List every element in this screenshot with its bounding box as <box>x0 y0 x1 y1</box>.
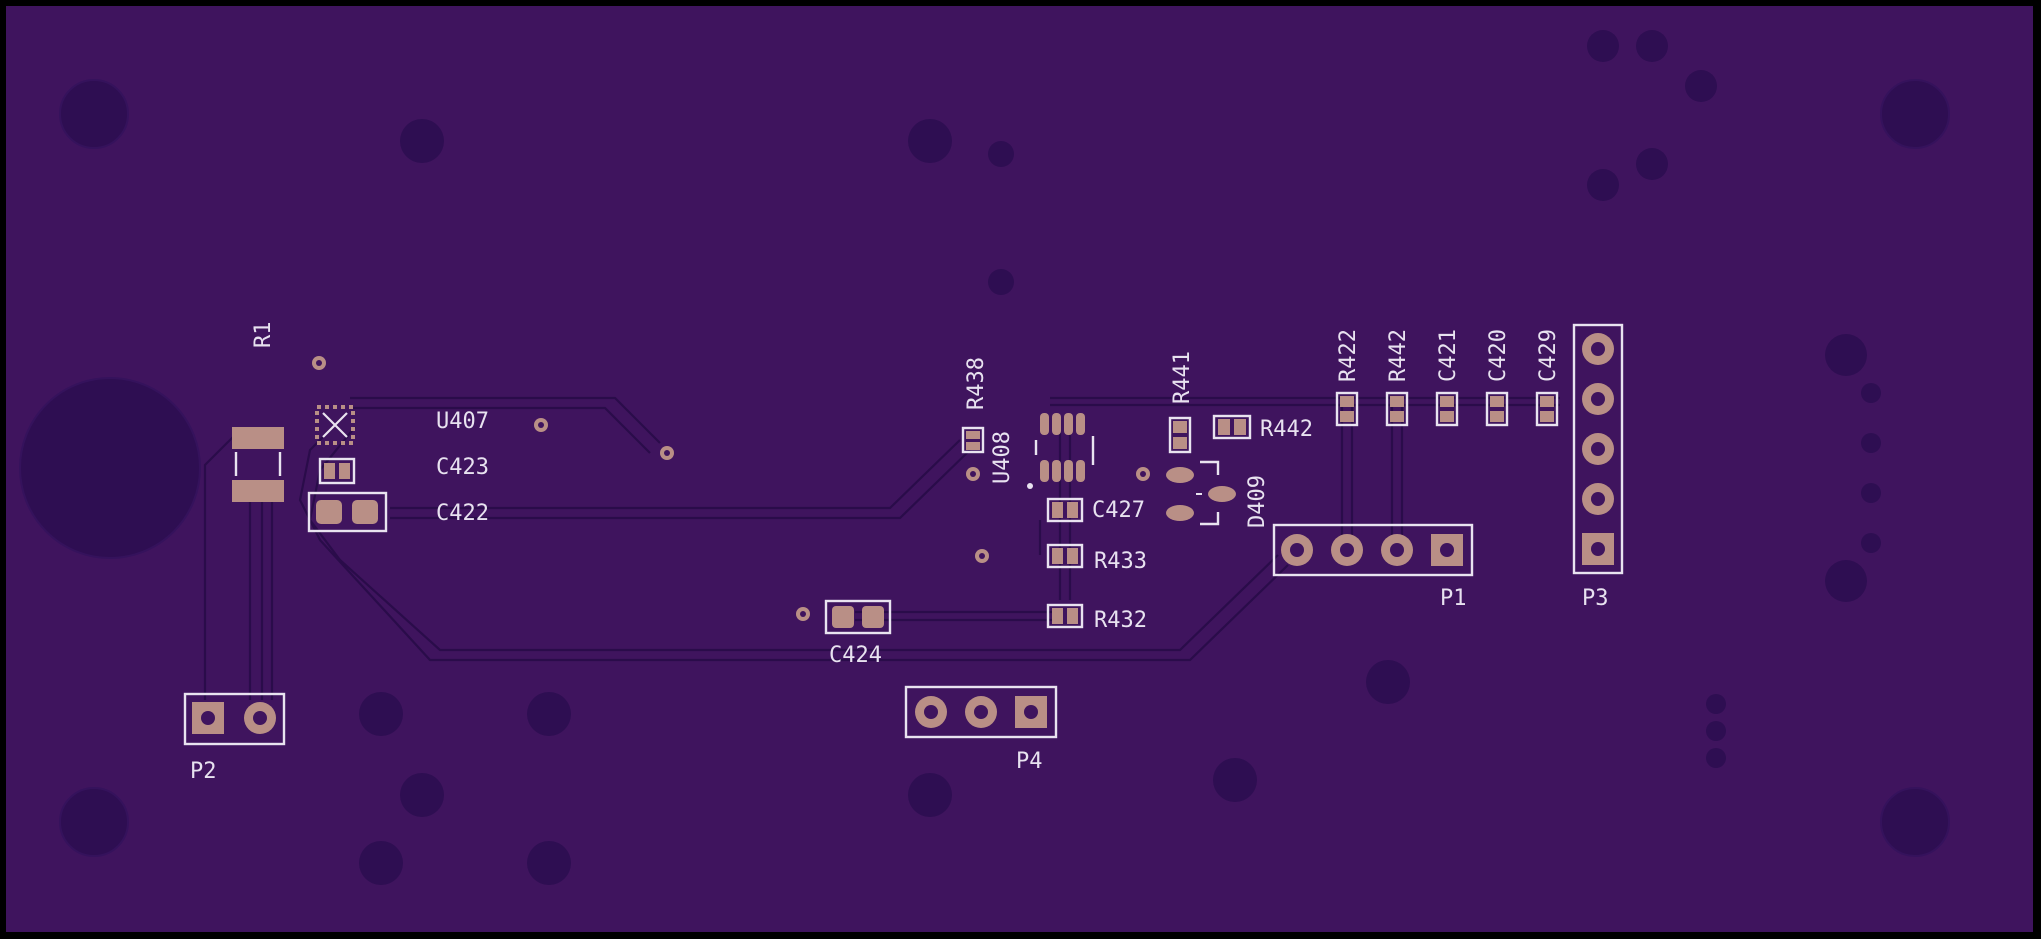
c429-footprint <box>1535 391 1559 427</box>
label-u407: U407 <box>436 409 489 434</box>
c427-footprint <box>1046 497 1084 523</box>
p4-header <box>904 685 1058 739</box>
r432-footprint <box>1046 603 1084 629</box>
r442-vertical-footprint <box>1385 391 1409 427</box>
vias <box>359 30 1881 885</box>
label-r432: R432 <box>1094 608 1147 633</box>
label-r442-vertical: R442 <box>1386 329 1411 382</box>
label-d409: D409 <box>1245 475 1270 528</box>
c421-footprint <box>1435 391 1459 427</box>
p3-header <box>1572 323 1624 575</box>
u407-footprint <box>315 405 355 445</box>
p1-header <box>1272 523 1474 577</box>
label-p1: P1 <box>1440 586 1467 611</box>
label-c427: C427 <box>1092 498 1145 523</box>
label-c422: C422 <box>436 501 489 526</box>
label-c421: C421 <box>1436 329 1461 382</box>
r442-horizontal-footprint <box>1212 414 1252 440</box>
label-r441: R441 <box>1170 351 1195 404</box>
label-r1: R1 <box>251 322 276 349</box>
label-c424: C424 <box>829 643 882 668</box>
label-u408: U408 <box>990 431 1015 484</box>
silkscreen-labels: R1 U407 C423 C422 C424 R438 U408 C427 R4… <box>190 322 1609 785</box>
r433-footprint <box>1046 543 1084 569</box>
r1-footprint <box>232 427 284 502</box>
r441-footprint <box>1168 416 1192 454</box>
label-c420: C420 <box>1486 329 1511 382</box>
traces <box>203 396 1560 700</box>
c420-footprint <box>1485 391 1509 427</box>
small-vias <box>312 356 1150 621</box>
label-r442-horizontal: R442 <box>1260 417 1313 442</box>
c423-footprint <box>318 457 356 485</box>
label-p4: P4 <box>1016 749 1043 774</box>
label-p2: P2 <box>190 759 217 784</box>
p2-header <box>183 692 286 746</box>
board-substrate <box>6 6 2033 932</box>
label-p3: P3 <box>1582 586 1609 611</box>
label-r433: R433 <box>1094 549 1147 574</box>
c424-footprint <box>824 599 892 635</box>
c422-footprint <box>307 491 388 533</box>
large-hole <box>19 377 201 559</box>
d409-footprint <box>1166 460 1236 526</box>
label-r422: R422 <box>1336 329 1361 382</box>
mounting-holes <box>19 79 1950 857</box>
u408-footprint <box>1027 413 1095 489</box>
label-r438: R438 <box>964 357 989 410</box>
label-c429: C429 <box>1536 329 1561 382</box>
r438-footprint <box>961 426 985 454</box>
r422-footprint <box>1335 391 1359 427</box>
label-c423: C423 <box>436 455 489 480</box>
